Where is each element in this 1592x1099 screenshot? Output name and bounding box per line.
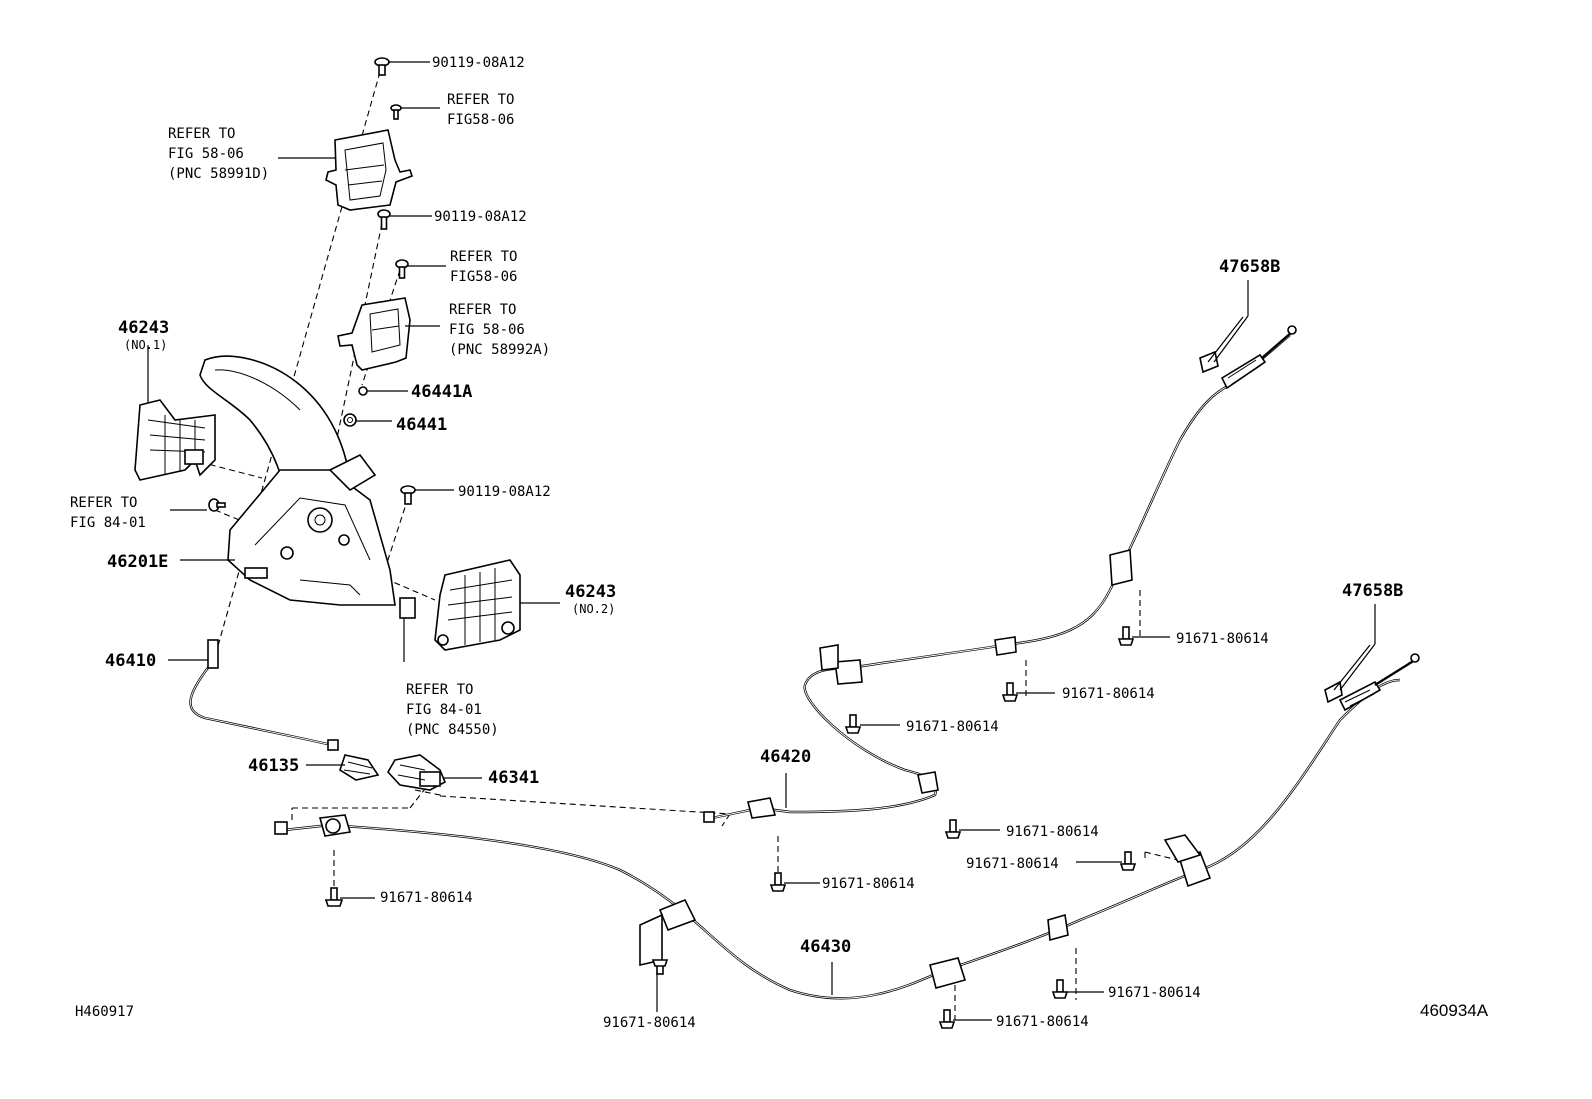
label-46243-no2: 46243: [565, 582, 616, 602]
cable-end-47658B-lower: [1324, 643, 1420, 712]
label-bolt-lower-center1: 91671-80614: [1108, 985, 1201, 1001]
label-46441A: 46441A: [411, 382, 472, 402]
rear-cable-46420: [703, 334, 1291, 823]
label-46243-no1: 46243: [118, 318, 169, 338]
label-46420: 46420: [760, 747, 811, 767]
label-bolt-46430-clamp: 91671-80614: [603, 1015, 696, 1031]
front-cable-46410: [189, 639, 339, 751]
label-bolt-46430-left: 91671-80614: [380, 890, 473, 906]
label-46135: 46135: [248, 756, 299, 776]
label-bolt-upper-clamp: 91671-80614: [1062, 686, 1155, 702]
illustration-id-left: H460917: [75, 1004, 134, 1020]
label-refer-bracket-1: REFER TO: [449, 302, 516, 318]
label-refer-left-3: (PNC 58991D): [168, 166, 269, 182]
label-bolt-right-clamp: 91671-80614: [966, 856, 1059, 872]
label-refer-top-right-1: REFER TO: [447, 92, 514, 108]
label-bolt-lower: 90119-08A12: [458, 484, 551, 500]
label-46341: 46341: [488, 768, 539, 788]
label-46441: 46441: [396, 415, 447, 435]
label-47658B-top: 47658B: [1219, 257, 1280, 277]
leader-lines: [147, 61, 1376, 1021]
upper-bracket-58991D: [325, 129, 414, 211]
label-bolt-46420-bottom: 91671-80614: [822, 876, 915, 892]
label-refer-8401-2: FIG 84-01: [70, 515, 146, 531]
label-refer-8401-1: REFER TO: [70, 495, 137, 511]
label-refer-left-2: FIG 58-06: [168, 146, 244, 162]
label-refer-top-right-2: FIG58-06: [447, 112, 514, 128]
label-47658B-bottom: 47658B: [1342, 581, 1403, 601]
rear-cable-46430: [274, 678, 1401, 1000]
label-refer-left-1: REFER TO: [168, 126, 235, 142]
label-no1: (NO.1): [124, 338, 167, 352]
label-bolt-lower-center2: 91671-80614: [996, 1014, 1089, 1030]
part-labels: 90119-08A12 REFER TO FIG58-06 REFER TO F…: [70, 55, 1489, 1031]
illustration-id-right: 460934A: [1420, 1001, 1489, 1020]
bolt-icons-91671: [324, 626, 1137, 1029]
label-46430: 46430: [800, 937, 851, 957]
label-46201E: 46201E: [107, 552, 168, 572]
label-no2: (NO.2): [572, 602, 615, 616]
parking-brake-lever-46201E: [199, 355, 416, 662]
equalizer-46135: [339, 754, 380, 781]
label-bolt-top: 90119-08A12: [432, 55, 525, 71]
label-bolt-mid: 90119-08A12: [434, 209, 527, 225]
label-46410: 46410: [105, 651, 156, 671]
label-refer-mid-2: FIG58-06: [450, 269, 517, 285]
label-bolt-upper-bracket: 91671-80614: [1176, 631, 1269, 647]
label-bolt-46420-mid: 91671-80614: [906, 719, 999, 735]
console-cover-46243-no2: [434, 559, 521, 651]
upper-bracket-58992A: [337, 297, 411, 371]
label-refer-84550-3: (PNC 84550): [406, 722, 499, 738]
label-refer-mid-1: REFER TO: [450, 249, 517, 265]
label-refer-84550-2: FIG 84-01: [406, 702, 482, 718]
console-cover-46243-no1: [134, 399, 216, 481]
label-refer-84550-1: REFER TO: [406, 682, 473, 698]
label-refer-bracket-2: FIG 58-06: [449, 322, 525, 338]
label-bolt-46420-right: 91671-80614: [1006, 824, 1099, 840]
cable-end-47658B-upper: [1199, 315, 1297, 390]
equalizer-46341: [387, 754, 447, 791]
label-refer-bracket-3: (PNC 58992A): [449, 342, 550, 358]
